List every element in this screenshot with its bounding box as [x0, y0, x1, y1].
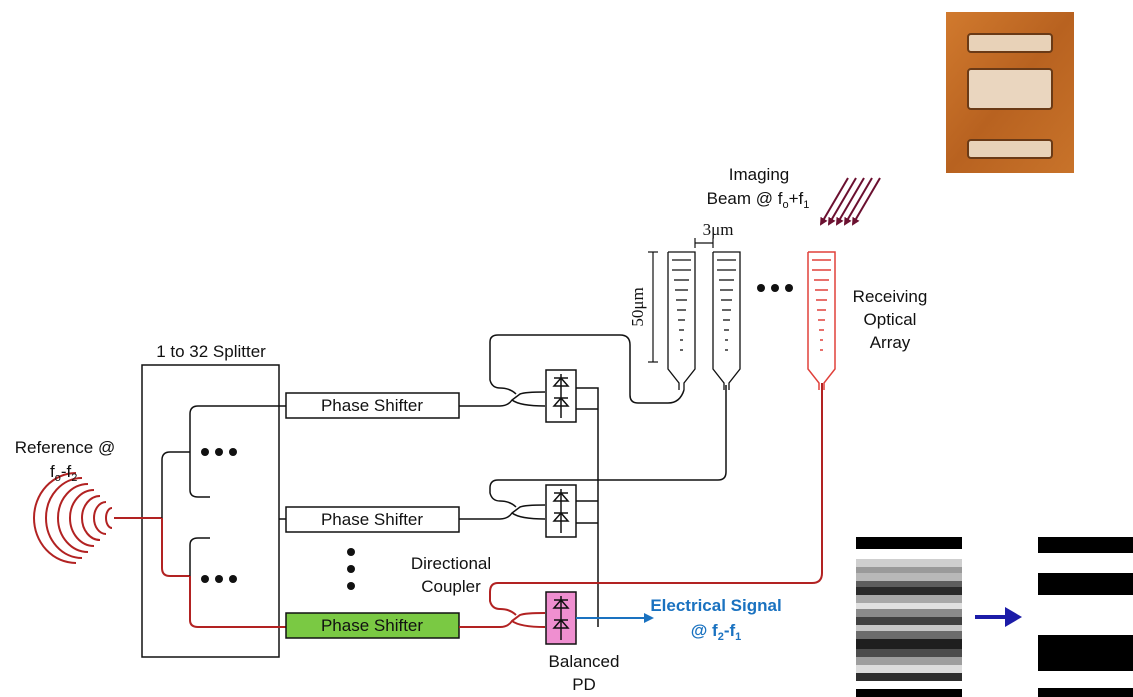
phase-shifter-3: Phase Shifter	[286, 613, 459, 638]
photodiode-icon	[546, 485, 576, 537]
receiving-array-label: Receiving	[853, 287, 928, 306]
photodiode-icon	[546, 370, 576, 422]
directional-coupler-label-2: Coupler	[421, 577, 481, 596]
dimension-width	[695, 238, 713, 248]
beam-arrows-icon	[821, 178, 880, 224]
phase-shifter-2: Phase Shifter	[286, 507, 459, 532]
receiving-array-label-2: Optical	[864, 310, 917, 329]
array-element-red	[808, 252, 835, 390]
svg-text:Phase Shifter: Phase Shifter	[321, 396, 423, 415]
binary-image	[1038, 537, 1133, 697]
directional-coupler-label: Directional	[411, 554, 491, 573]
chip-photo	[946, 12, 1074, 173]
reference-frequency: fo-f2	[50, 462, 77, 484]
splitter-label: 1 to 32 Splitter	[156, 342, 266, 361]
balanced-photodiode	[546, 592, 576, 644]
phase-shifter-1: Phase Shifter	[286, 393, 459, 418]
imaging-beam-label: Imaging	[729, 165, 789, 184]
balanced-pd-label: Balanced	[549, 652, 620, 671]
splitter: 1 to 32 Splitter	[114, 342, 279, 657]
svg-text:Phase Shifter: Phase Shifter	[321, 510, 423, 529]
dimension-height-label: 50μm	[628, 287, 647, 326]
imaging-beam-frequency: Beam @ fo+f1	[707, 189, 810, 211]
svg-text:Phase Shifter: Phase Shifter	[321, 616, 423, 635]
balanced-pd-label-2: PD	[572, 675, 596, 694]
dimension-width-label: 3μm	[703, 220, 734, 239]
array-element-2	[713, 252, 740, 390]
grayscale-image	[856, 537, 962, 697]
receiving-array-label-3: Array	[870, 333, 911, 352]
dimension-height	[648, 252, 658, 362]
electrical-signal-frequency: @ f2-f1	[691, 621, 742, 643]
array-element-1	[668, 252, 695, 390]
emitter-icon	[34, 473, 112, 563]
reference-label: Reference @	[15, 438, 115, 457]
arrow-icon	[975, 607, 1022, 627]
array-ellipsis	[757, 284, 793, 292]
electrical-signal-label: Electrical Signal	[650, 596, 781, 615]
ellipsis-dots	[347, 548, 355, 590]
